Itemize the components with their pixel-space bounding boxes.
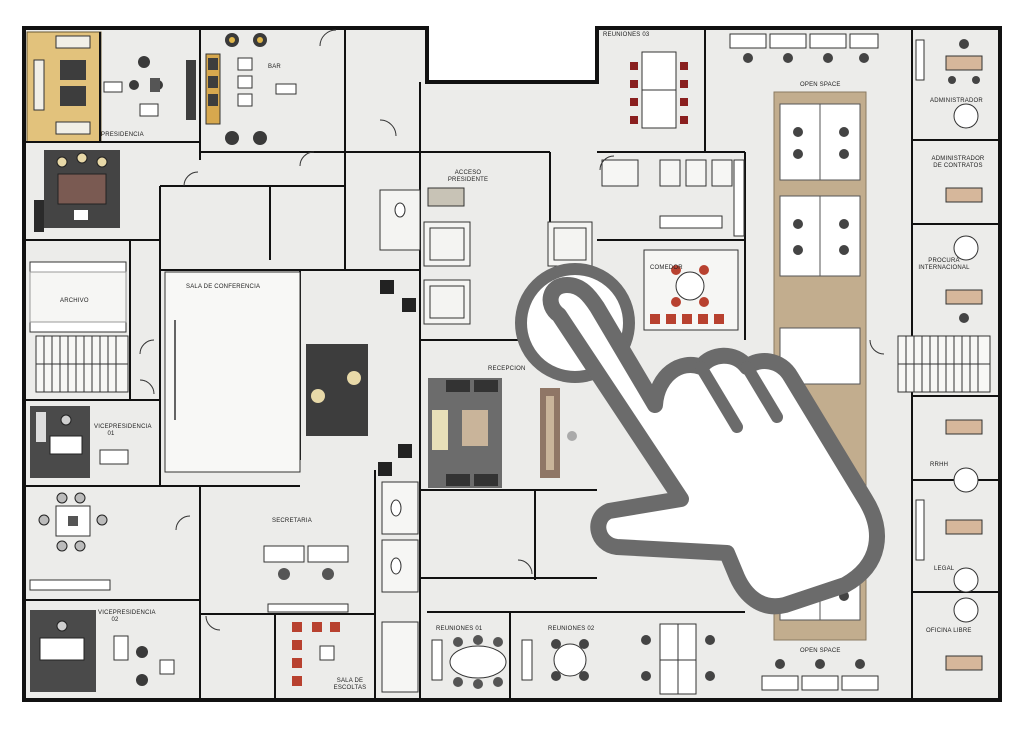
elevator-core [379, 187, 593, 325]
archive-shelves [29, 261, 127, 333]
label-sala-conferencia: SALA DE CONFERENCIA [186, 284, 261, 290]
label-reuniones-03: REUNIONES 03 [603, 32, 650, 38]
touch-hand-icon [515, 263, 885, 615]
label-secretaria: SECRETARIA [272, 518, 312, 524]
presidencia-sofa-set [33, 35, 91, 135]
restrooms-right [601, 159, 745, 237]
label-acceso-presidente: ACCESO PRESIDENTE [447, 170, 489, 183]
label-rrhh: RRHH [930, 462, 949, 468]
reuniones-01-table [431, 635, 507, 689]
right-offices-furniture [915, 39, 983, 671]
label-vicepresidencia-02: VICEPRESIDENCIA 02 [98, 610, 156, 623]
escoltas-furniture [292, 622, 340, 686]
presidencia-desk [103, 56, 163, 117]
bar-furniture [186, 33, 297, 145]
reuniones-02-table [521, 639, 589, 681]
conference-room [164, 271, 416, 476]
label-open-space-top: OPEN SPACE [800, 82, 841, 88]
vp02-office-furniture [30, 610, 175, 692]
label-reuniones-02: REUNIONES 02 [548, 626, 595, 632]
reuniones-03-table [630, 51, 688, 129]
open-space-top-desks [729, 33, 879, 63]
label-open-space-bottom: OPEN SPACE [800, 648, 841, 654]
label-bar: BAR [268, 64, 281, 70]
lounge-rug [34, 150, 120, 232]
label-administrador: ADMINISTRADOR [930, 98, 983, 104]
stairs-left [35, 335, 129, 393]
label-recepcion: RECEPCION [488, 366, 526, 372]
label-archivo: ARCHIVO [60, 298, 89, 304]
label-oficina-libre: OFICINA LIBRE [926, 628, 972, 634]
label-comedor: COMEDOR [650, 265, 683, 271]
reception-lounge [428, 378, 577, 488]
comedor-furniture [643, 249, 739, 331]
restrooms-center [381, 481, 419, 693]
label-procura-internacional: PROCURA INTERNACIONAL [918, 258, 970, 271]
open-space-bottom-desks [641, 623, 879, 695]
label-administrador-contratos: ADMINISTRADOR DE CONTRATOS [931, 156, 985, 169]
vp01-office-furniture [30, 406, 129, 478]
label-presidencia: PRESIDENCIA [101, 132, 144, 138]
label-sala-escoltas: SALA DE ESCOLTAS [333, 678, 367, 691]
label-vicepresidencia-01: VICEPRESIDENCIA 01 [94, 424, 152, 437]
interior-walls-left [24, 28, 597, 700]
stairs-right [897, 335, 991, 393]
secretaria-desks [263, 545, 349, 613]
door-swings [139, 29, 885, 631]
meeting-table-left [29, 492, 111, 591]
label-reuniones-01: REUNIONES 01 [436, 626, 483, 632]
label-legal: LEGAL [934, 566, 955, 572]
